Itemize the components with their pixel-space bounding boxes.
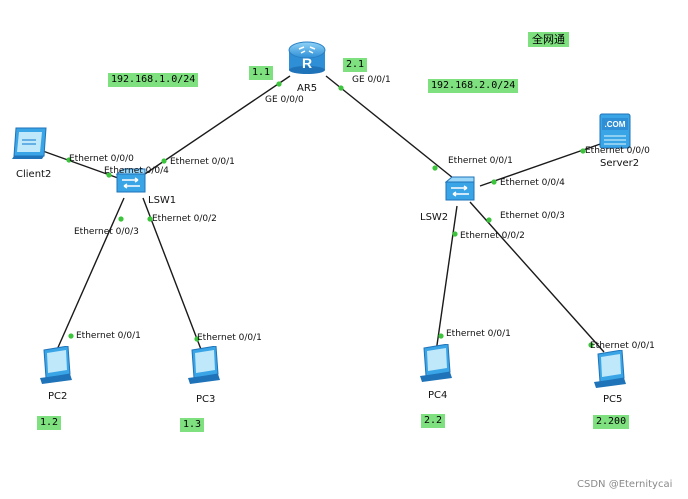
link-lsw2-pc5 — [469, 201, 605, 353]
pc-icon[interactable] — [590, 349, 630, 390]
ip-label-pc5: 2.200 — [593, 415, 630, 429]
port-label-lsw1-e4: Ethernet 0/0/4 — [104, 166, 169, 176]
port-dot — [438, 333, 444, 339]
port-dot — [491, 179, 497, 185]
server-icon[interactable]: .COM — [598, 112, 634, 150]
link-lsw1-pc3 — [142, 197, 203, 353]
port-dot — [486, 217, 492, 223]
watermark: CSDN @Eternitycai — [577, 479, 673, 490]
port-label-lsw1-e3: Ethernet 0/0/3 — [74, 227, 139, 237]
ip-label-pc2: 1.2 — [37, 416, 62, 430]
port-label-client2-e0: Ethernet 0/0/0 — [69, 154, 134, 164]
device-name-ar5: AR5 — [297, 83, 318, 94]
port-dot — [118, 216, 124, 222]
port-label-lsw2-e3: Ethernet 0/0/3 — [500, 211, 565, 221]
port-label-lsw2-e1: Ethernet 0/0/1 — [448, 156, 513, 166]
port-label-lsw1-e1: Ethernet 0/0/1 — [170, 157, 235, 167]
port-dot — [588, 342, 594, 348]
switch-icon[interactable] — [444, 176, 475, 202]
ip-label-ar5-2: 2.1 — [343, 58, 368, 72]
device-name-pc2: PC2 — [48, 391, 68, 402]
device-name-lsw1: LSW1 — [148, 195, 177, 206]
device-name-client2: Client2 — [16, 169, 52, 180]
port-dot — [580, 148, 586, 154]
pc-icon[interactable] — [36, 345, 76, 386]
port-label-ar5-g0: GE 0/0/0 — [265, 95, 304, 105]
port-dot — [194, 336, 200, 342]
port-dot — [432, 165, 438, 171]
port-label-lsw2-e2: Ethernet 0/0/2 — [460, 231, 525, 241]
link-client2-lsw1 — [39, 149, 119, 179]
subnet-label-1: 192.168.1.0/24 — [108, 73, 199, 87]
note-label: 全网通 — [528, 32, 569, 47]
ip-label-pc3: 1.3 — [180, 418, 205, 432]
link-lsw2-pc4 — [435, 205, 458, 353]
port-dot — [338, 85, 344, 91]
port-dot — [66, 157, 72, 163]
svg-text:R: R — [302, 55, 312, 71]
port-dot — [147, 216, 153, 222]
pc-icon[interactable] — [184, 345, 224, 386]
subnet-label-2: 192.168.2.0/24 — [428, 79, 519, 93]
device-name-pc3: PC3 — [196, 394, 216, 405]
port-dot — [106, 172, 112, 178]
port-dot — [452, 231, 458, 237]
port-label-lsw2-e4: Ethernet 0/0/4 — [500, 178, 565, 188]
port-label-pc5-e1: Ethernet 0/0/1 — [590, 341, 655, 351]
client-icon[interactable] — [10, 126, 50, 160]
ip-label-ar5-1: 1.1 — [249, 66, 274, 80]
port-label-ar5-g1: GE 0/0/1 — [352, 75, 391, 85]
switch-icon[interactable] — [115, 168, 146, 194]
link-lsw1-pc2 — [55, 197, 125, 353]
link-ar5-lsw1 — [135, 75, 291, 181]
port-dot — [276, 81, 282, 87]
port-label-pc4-e1: Ethernet 0/0/1 — [446, 329, 511, 339]
device-name-lsw2: LSW2 — [420, 212, 449, 223]
device-name-pc5: PC5 — [603, 394, 623, 405]
ip-label-pc4: 2.2 — [421, 414, 446, 428]
link-ar5-lsw2 — [325, 75, 459, 183]
port-label-pc2-e1: Ethernet 0/0/1 — [76, 331, 141, 341]
pc-icon[interactable] — [416, 343, 456, 384]
router-icon[interactable]: R — [287, 38, 327, 74]
link-lsw2-server2 — [479, 141, 607, 187]
port-label-server2-e0: Ethernet 0/0/0 — [585, 146, 650, 156]
server-badge: .COM — [605, 120, 626, 129]
port-label-lsw1-e2: Ethernet 0/0/2 — [152, 214, 217, 224]
device-name-server2: Server2 — [600, 158, 640, 169]
port-dot — [68, 333, 74, 339]
port-dot — [161, 158, 167, 164]
port-label-pc3-e1: Ethernet 0/0/1 — [197, 333, 262, 343]
device-name-pc4: PC4 — [428, 390, 448, 401]
